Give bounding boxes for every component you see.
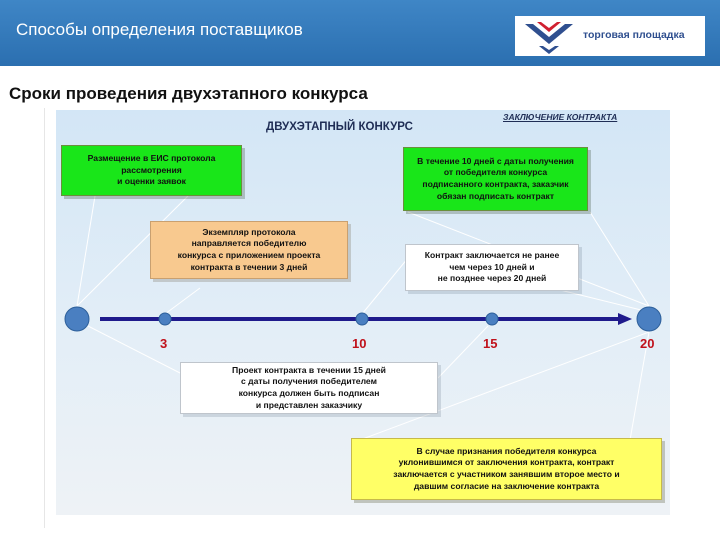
tick-label-15: 15 bbox=[483, 336, 498, 351]
connector-line bbox=[559, 289, 650, 313]
tick-label-10: 10 bbox=[352, 336, 367, 351]
connector-line bbox=[359, 331, 650, 441]
logo-icon bbox=[525, 22, 573, 54]
tick-label-3: 3 bbox=[160, 336, 168, 351]
winner-evasion-box: В случае признания победителя конкурса у… bbox=[351, 438, 662, 500]
contract-conclusion-label: ЗАКЛЮЧЕНИЕ КОНТРАКТА bbox=[503, 112, 618, 122]
timeline-node-day-15 bbox=[485, 312, 499, 326]
box-line: Экземпляр протокола bbox=[202, 226, 296, 237]
connector-line bbox=[629, 331, 650, 441]
box-line: обязан подписать контракт bbox=[436, 190, 555, 201]
box-line: заключается с участником занявшим второе… bbox=[393, 469, 620, 479]
box-line: и представлен заказчику bbox=[255, 399, 363, 410]
page-subtitle: Сроки проведения двухэтапного конкурса bbox=[9, 84, 368, 103]
placement-protocol-box: Размещение в ЕИС протокола рассмотрения … bbox=[61, 145, 242, 196]
protocol-copy-box: Экземпляр протокола направляется победит… bbox=[150, 221, 348, 279]
connector-line bbox=[87, 325, 183, 375]
logo-text: торговая площадка bbox=[583, 29, 685, 41]
box-line: чем через 10 дней и bbox=[449, 261, 535, 272]
contract-timing-box: Контракт заключается не ранее чем через … bbox=[405, 244, 579, 291]
box-line: с даты получения победителем bbox=[241, 376, 377, 387]
timeline-node-day-3 bbox=[158, 312, 172, 326]
connector-line bbox=[76, 195, 96, 307]
box-line: от победителя конкурса bbox=[443, 167, 548, 178]
connector-line bbox=[437, 325, 489, 379]
box-line: рассмотрения bbox=[121, 164, 182, 175]
logo: торговая площадка bbox=[515, 16, 705, 56]
timeline-node-day-20 bbox=[636, 306, 662, 332]
divider bbox=[44, 108, 45, 528]
box-line: конкурса с приложением проекта bbox=[177, 250, 321, 260]
box-line: контракта в течении 3 дней bbox=[190, 261, 308, 272]
box-line: конкурса должен быть подписан bbox=[238, 388, 380, 398]
tick-label-20: 20 bbox=[640, 336, 655, 351]
slide-title: Способы определения поставщиков bbox=[16, 20, 303, 39]
header-bar: Способы определения поставщиков торговая… bbox=[0, 0, 720, 66]
box-line: уклонившимся от заключения контракта, ко… bbox=[398, 457, 615, 468]
connector-line bbox=[361, 257, 409, 315]
connector-line bbox=[589, 211, 650, 307]
timeline-node-day-10 bbox=[355, 312, 369, 326]
box-line: направляется победителю bbox=[191, 238, 307, 249]
customer-signing-box: В течение 10 дней с даты получения от по… bbox=[403, 147, 588, 211]
timeline-node-start bbox=[64, 306, 90, 332]
connector-line bbox=[76, 195, 189, 307]
box-line: Контракт заключается не ранее bbox=[424, 250, 560, 261]
timeline-arrowhead bbox=[618, 313, 632, 325]
box-line: Проект контракта в течении 15 дней bbox=[232, 364, 386, 375]
box-line: и оценки заявок bbox=[117, 176, 186, 187]
draft-contract-box: Проект контракта в течении 15 дней с дат… bbox=[180, 362, 438, 414]
diagram-title: ДВУХЭТАПНЫЙ КОНКУРС bbox=[266, 121, 413, 133]
box-line: давшим согласие на заключение контракта bbox=[413, 480, 600, 491]
box-line: В случае признания победителя конкурса bbox=[416, 445, 597, 456]
box-line: не позднее через 20 дней bbox=[437, 273, 547, 284]
box-line: Размещение в ЕИС протокола bbox=[87, 153, 216, 164]
connector-line bbox=[164, 287, 201, 315]
box-line: В течение 10 дней с даты получения bbox=[417, 155, 574, 166]
box-line: подписанного контракта, заказчик bbox=[422, 179, 569, 189]
